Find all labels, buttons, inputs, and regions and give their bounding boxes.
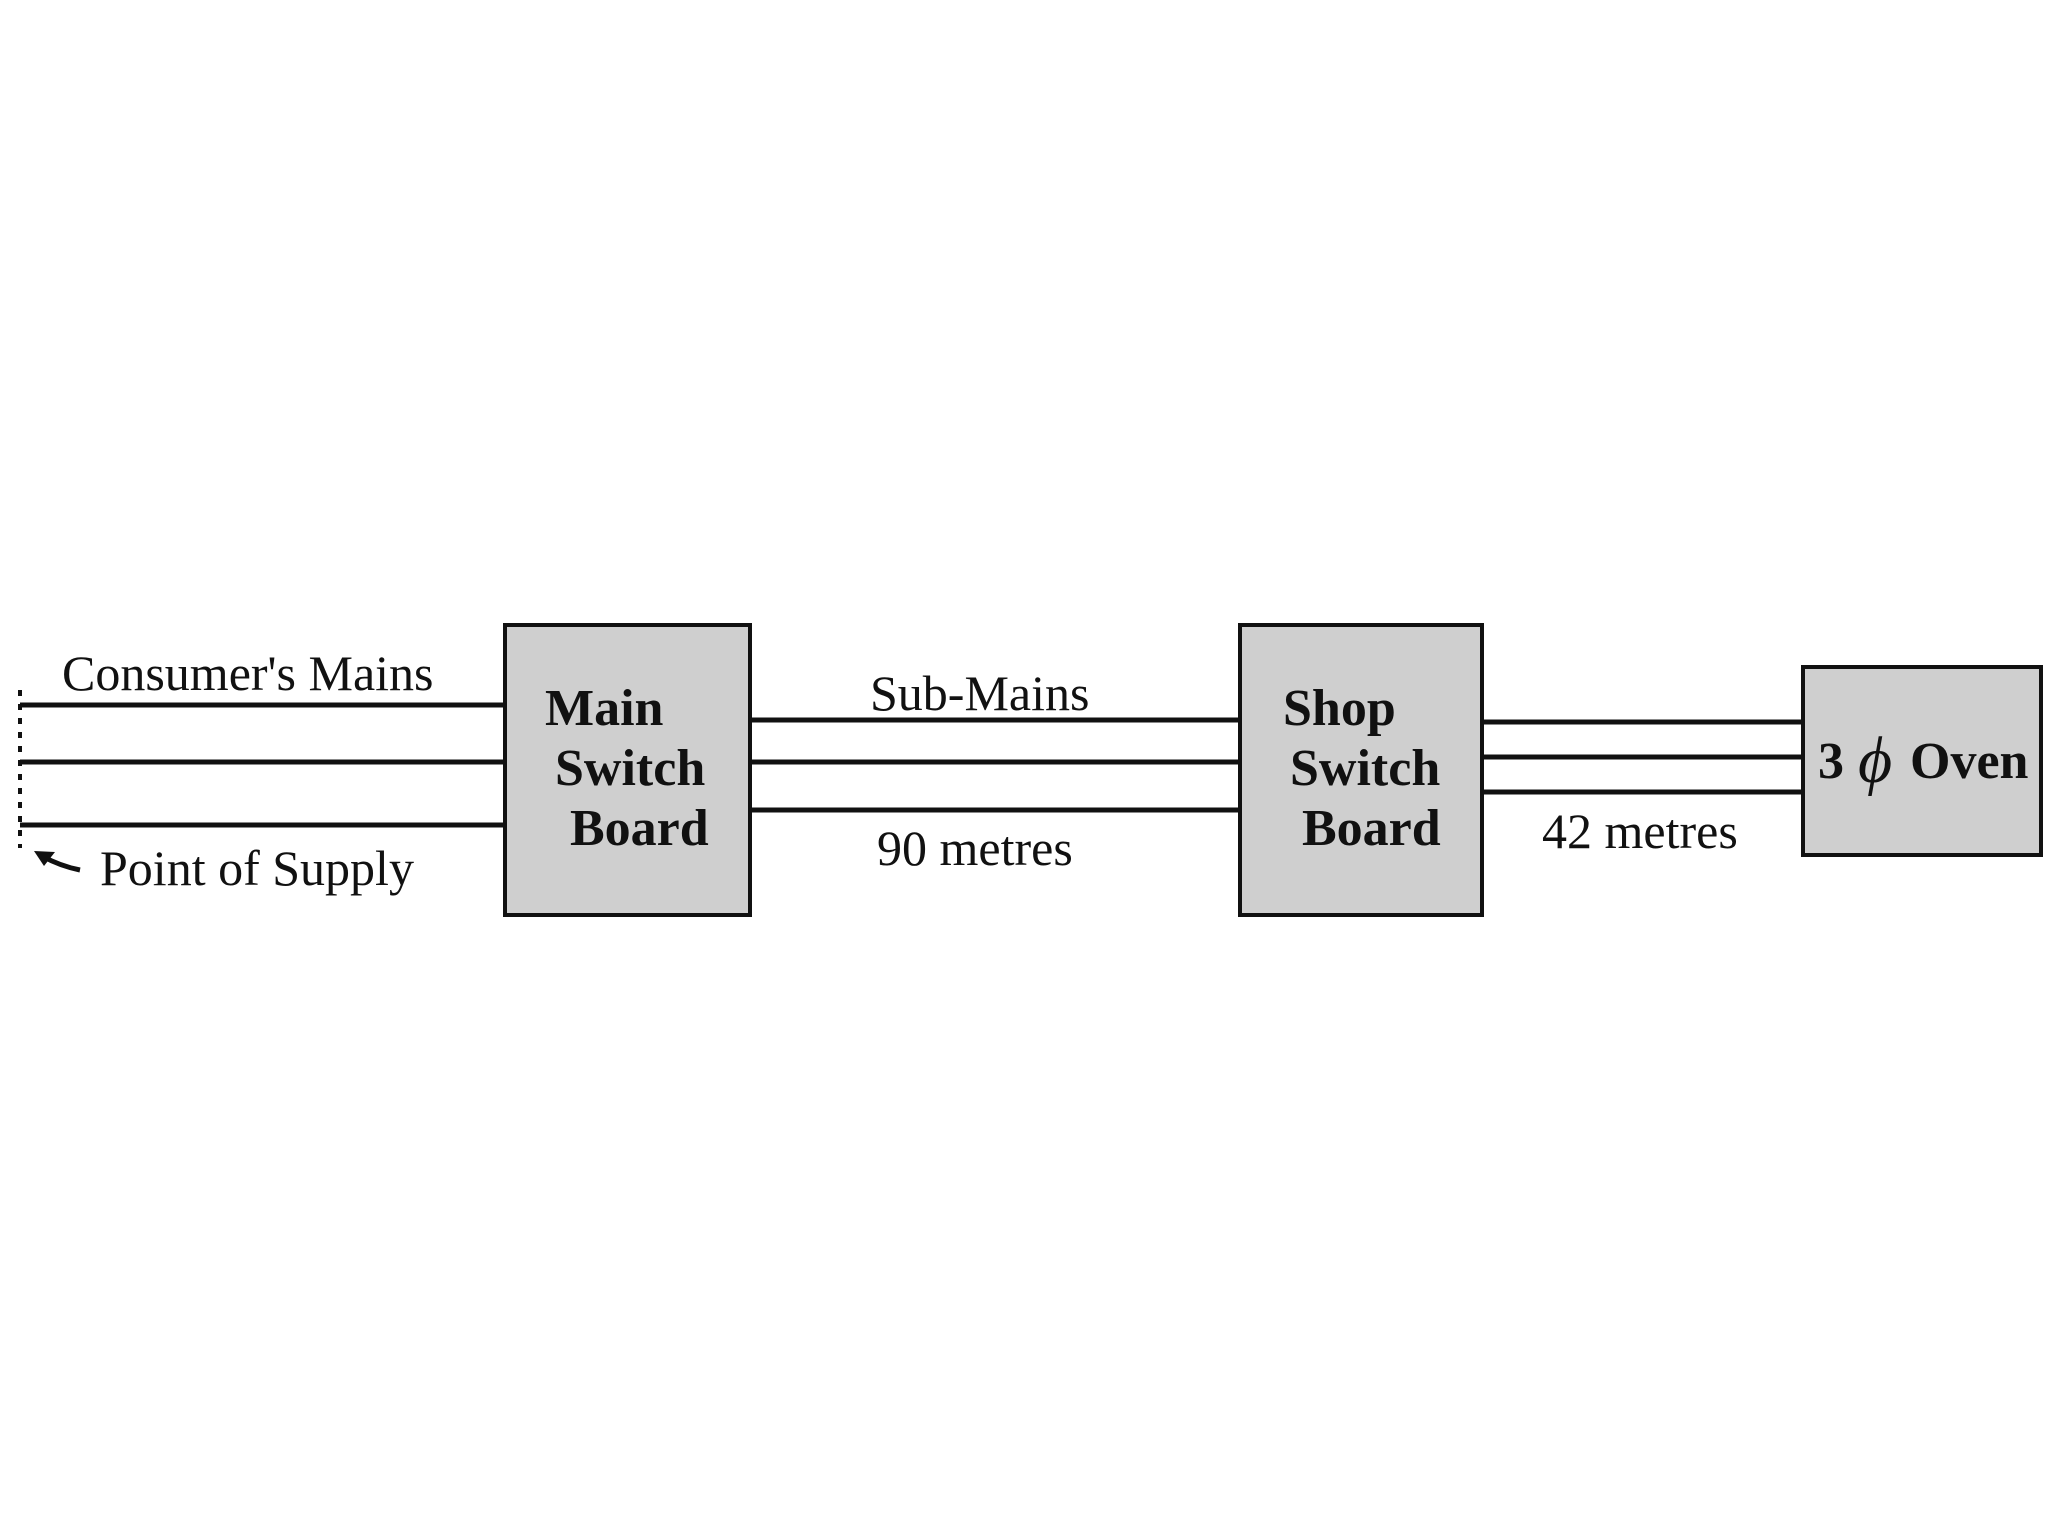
consumers-mains-label: Consumer's Mains (62, 645, 434, 701)
main-switch-board-line-2: Switch (555, 740, 705, 797)
oven-label: Oven (1910, 733, 2029, 790)
point-of-supply-arrow (34, 851, 81, 873)
shop-switch-board-line-2: Switch (1290, 740, 1440, 797)
shop-switch-board-line-1: Shop (1283, 680, 1396, 737)
oven-circuit-length-label: 42 metres (1542, 803, 1738, 859)
three-phase-symbol: ϕ (1858, 724, 1892, 797)
main-switch-board-line-3: Board (570, 800, 709, 857)
oven-box (1801, 665, 2043, 857)
sub-mains-length-label: 90 metres (877, 820, 1073, 876)
oven-phase-count: 3 (1818, 733, 1844, 790)
main-switch-board-line-1: Main (545, 680, 664, 737)
point-of-supply-label: Point of Supply (100, 840, 414, 896)
sub-mains-label: Sub-Mains (870, 665, 1089, 721)
shop-switch-board-box (1238, 623, 1484, 917)
main-switch-board-box (503, 623, 752, 917)
shop-switch-board-line-3: Board (1302, 800, 1441, 857)
